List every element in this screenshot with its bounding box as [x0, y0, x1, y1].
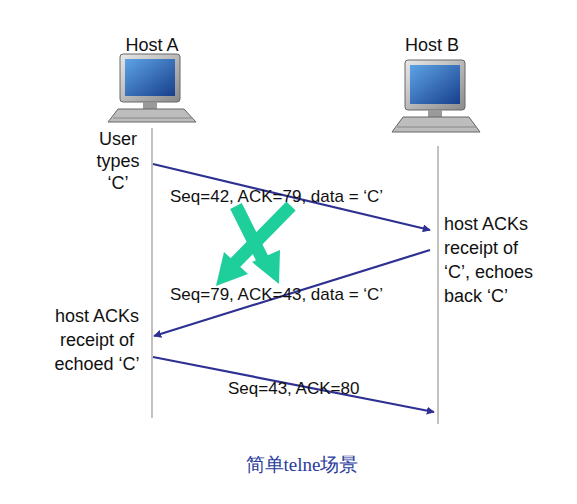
segment-label: Seq=43, ACK=80 — [228, 379, 428, 399]
segment-label: Seq=42, ACK=79, data = ‘C’ — [170, 187, 450, 207]
host-name: Host A — [112, 34, 192, 56]
monitor-stand — [428, 110, 442, 117]
timeline — [437, 146, 438, 424]
cross-arrowhead — [216, 252, 248, 286]
monitor-stand — [143, 102, 157, 109]
event-note: host ACKs receipt of ‘C’, echoes back ‘C… — [444, 212, 544, 308]
keyboard-keys — [397, 127, 476, 128]
monitor-screen — [410, 65, 460, 104]
segment-label: Seq=79, ACK=43, data = ‘C’ — [170, 285, 450, 305]
cross-mark — [216, 206, 291, 286]
event-note: User types ‘C’ — [84, 128, 152, 194]
host-name: Host B — [392, 34, 472, 56]
cross-arrowhead — [252, 250, 280, 284]
monitor-frame — [405, 60, 465, 110]
computer-icon — [392, 60, 480, 132]
computer-icon — [108, 54, 196, 122]
event-note: host ACKs receipt of echoed ‘C’ — [46, 304, 148, 376]
message-arrow — [153, 357, 434, 412]
timeline — [151, 128, 152, 418]
figure-caption: 简单telne场景 — [180, 452, 424, 478]
monitor-frame — [120, 54, 180, 102]
keyboard — [392, 117, 480, 132]
keyboard — [108, 109, 196, 122]
keyboard-keys — [113, 118, 192, 119]
cross-stroke — [234, 206, 291, 264]
monitor-screen — [125, 59, 175, 96]
